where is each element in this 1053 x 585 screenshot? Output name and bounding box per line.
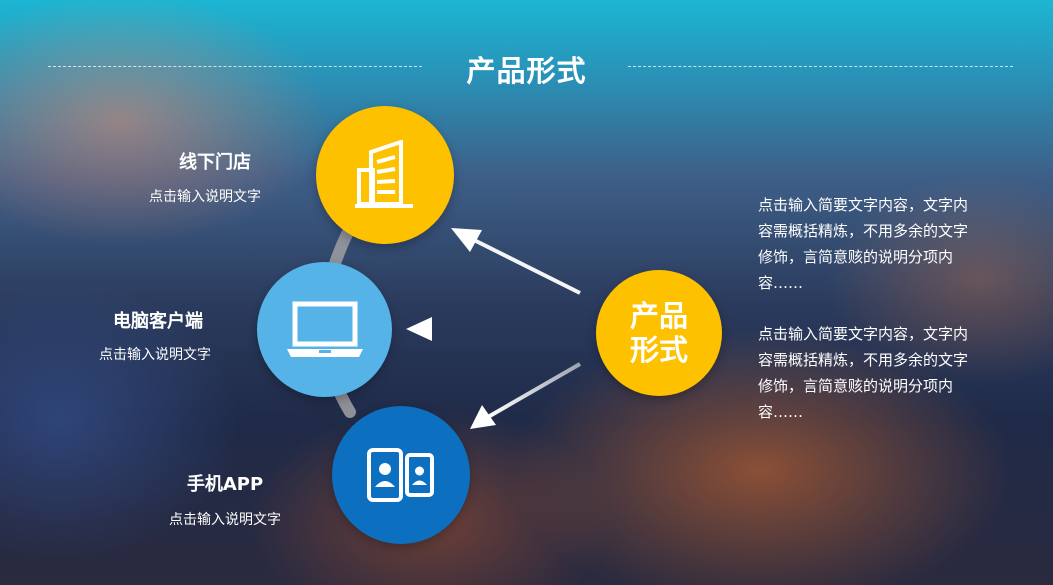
building-icon <box>355 140 413 208</box>
arrow-to-pc <box>406 317 582 341</box>
center-label-line1: 产品 <box>629 299 688 333</box>
mobile-contacts-icon <box>367 448 434 502</box>
item-title-store: 线下门店 <box>179 152 251 173</box>
title-divider-right <box>628 66 1013 67</box>
laptop-icon <box>286 301 363 357</box>
item-desc-pc: 点击输入说明文字 <box>99 347 211 363</box>
item-title-pc: 电脑客户端 <box>113 311 203 332</box>
page-title: 产品形式 <box>466 54 587 88</box>
item-desc-store: 点击输入说明文字 <box>149 189 261 205</box>
arrow-to-app <box>470 362 581 429</box>
item-desc-app: 点击输入说明文字 <box>169 512 281 528</box>
center-circle: 产品 形式 <box>596 270 722 396</box>
store-circle <box>316 106 454 244</box>
title-bar: 产品形式 <box>0 44 1053 90</box>
center-label-line2: 形式 <box>629 333 688 367</box>
title-divider-left <box>48 66 422 67</box>
app-circle <box>332 406 470 544</box>
pc-circle <box>257 262 392 397</box>
description-block-2: 点击输入简要文字内容，文字内容需概括精炼，不用多余的文字修饰，言简意赅的说明分项… <box>758 325 969 421</box>
arrow-to-store <box>451 228 581 295</box>
item-title-app: 手机APP <box>186 474 264 495</box>
description-block-1: 点击输入简要文字内容，文字内容需概括精炼，不用多余的文字修饰，言简意赅的说明分项… <box>758 196 969 292</box>
